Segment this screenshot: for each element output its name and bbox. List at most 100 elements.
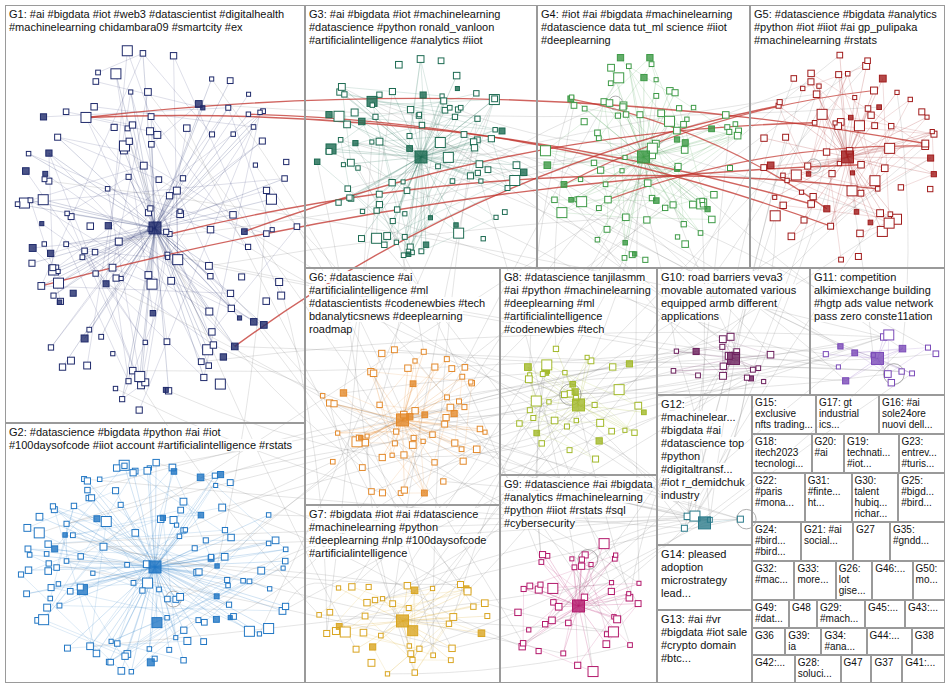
vertex-icon [654, 93, 659, 98]
vertex-icon [96, 70, 101, 75]
vertex-icon [485, 167, 491, 173]
vertex-icon [99, 334, 104, 339]
vertex-icon [356, 435, 362, 441]
vertex-icon [858, 190, 864, 196]
network-edge [30, 555, 57, 568]
vertex-icon [376, 138, 383, 145]
vertex-icon [557, 208, 567, 218]
vertex-icon [314, 159, 319, 164]
network-edge [523, 589, 525, 643]
vertex-icon [421, 439, 425, 443]
vertex-icon [36, 513, 43, 520]
vertex-icon [113, 465, 119, 471]
vertex-icon [922, 140, 929, 147]
group-label: G29: #mach... [820, 602, 858, 624]
vertex-icon [140, 162, 147, 169]
network-edge [145, 234, 169, 382]
group-box: G28: soluci... [795, 655, 841, 683]
vertex-icon [118, 502, 123, 507]
network-edge [356, 621, 402, 649]
vertex-icon [140, 588, 145, 593]
group-label: G47 [844, 657, 863, 668]
network-edge [626, 217, 712, 219]
vertex-icon [447, 105, 452, 110]
vertex-icon [837, 161, 841, 165]
vertex-icon [750, 367, 755, 372]
network-edge [66, 561, 167, 599]
vertex-icon [408, 626, 418, 636]
vertex-icon [397, 414, 409, 426]
vertex-icon [192, 546, 197, 551]
group-label: G31: #finte... ht... [808, 475, 841, 508]
group-box: G8: #datascience tanjilasmm #ai #python … [500, 268, 657, 475]
vertex-icon [63, 109, 69, 115]
vertex-icon [525, 376, 532, 383]
vertex-icon [627, 592, 631, 596]
vertex-icon [148, 206, 153, 211]
vertex-icon [278, 292, 285, 299]
vertex-icon [166, 193, 172, 199]
vertex-icon [118, 668, 125, 675]
vertex-icon [334, 111, 344, 121]
vertex-icon [119, 460, 129, 470]
vertex-icon [51, 293, 56, 298]
vertex-icon [228, 616, 232, 620]
vertex-icon [578, 563, 584, 569]
vertex-icon [698, 231, 703, 236]
vertex-icon [453, 72, 459, 78]
vertex-icon [877, 105, 882, 110]
vertex-icon [875, 187, 880, 192]
group-label: G21: #ai social... [804, 524, 842, 546]
vertex-icon [681, 525, 687, 531]
group-label: G16: #ai sole24ore nuovi dell... [882, 397, 933, 430]
vertex-icon [385, 672, 389, 676]
network-edge [932, 132, 934, 175]
vertex-icon [571, 103, 577, 109]
network-edge [887, 335, 889, 374]
group-box: G48 [789, 600, 817, 628]
group-label: G1: #ai #bigdata #iot #web3 #datascienti… [9, 8, 284, 33]
group-label: G12: #machinelear... #bigdata #ai #datas… [661, 398, 745, 501]
vertex-icon [402, 234, 407, 239]
vertex-icon [148, 114, 154, 120]
network-edge [149, 158, 930, 649]
vertex-icon [567, 448, 572, 453]
network-edge [574, 567, 577, 665]
vertex-icon [218, 472, 224, 478]
vertex-icon [258, 567, 265, 574]
vertex-icon [677, 106, 682, 111]
vertex-icon [57, 300, 61, 304]
vertex-icon [120, 397, 125, 402]
vertex-icon [432, 364, 438, 370]
network-edge [775, 157, 848, 197]
vertex-icon [147, 659, 154, 666]
network-edge [371, 372, 471, 382]
network-edge [171, 281, 264, 325]
network-edge [403, 420, 480, 429]
network-edge [80, 587, 131, 672]
vertex-icon [84, 478, 90, 484]
vertex-icon [411, 587, 418, 594]
group-box: G27 [853, 522, 890, 561]
vertex-icon [401, 253, 406, 258]
vertex-icon [462, 405, 467, 410]
vertex-icon [359, 236, 365, 242]
vertex-icon [733, 122, 738, 127]
vertex-icon [577, 197, 587, 207]
network-edge [822, 114, 841, 259]
vertex-icon [59, 364, 65, 370]
vertex-icon [438, 58, 444, 64]
vertex-icon [720, 344, 725, 349]
vertex-icon [791, 76, 797, 82]
vertex-icon [42, 177, 47, 182]
vertex-icon [87, 643, 94, 650]
vertex-icon [347, 195, 352, 200]
network-edge [753, 125, 836, 370]
group-box: G43:... [905, 600, 945, 628]
vertex-icon [207, 226, 213, 232]
vertex-icon [379, 350, 385, 356]
vertex-icon [266, 194, 276, 204]
vertex-icon [163, 387, 168, 392]
group-box: G35: #gndd... [890, 522, 945, 561]
network-edge [176, 191, 178, 260]
